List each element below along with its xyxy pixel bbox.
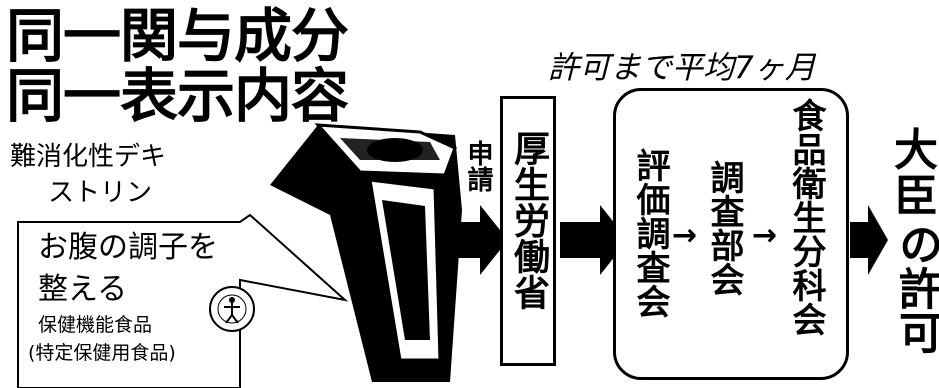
review-step-1: 評価調査会 xyxy=(630,148,670,318)
period-label: 許可まで平均7ヶ月 xyxy=(548,50,816,86)
title-line-1: 同一関与成分 xyxy=(6,2,349,70)
callout-line-1: お腹の調子を xyxy=(38,230,218,265)
review-step-3: 食品衛生分科会 xyxy=(786,98,826,336)
title-line-2: 同一表示内容 xyxy=(6,62,349,130)
ingredient-line-1: 難消化性デキ xyxy=(10,142,167,172)
callout-line-2: 整える xyxy=(38,272,128,307)
callout-line-3: 保健機能食品 xyxy=(38,314,153,336)
flow-arrow-icon xyxy=(850,205,888,275)
specified-health-food-mark-icon xyxy=(209,286,255,332)
callout-line-4: (特定保健用食品) xyxy=(28,342,176,364)
review-arrow-2: → xyxy=(752,218,778,253)
apply-label: 申請 xyxy=(463,140,493,192)
permit-line-1: 大臣 xyxy=(894,125,938,222)
review-process-box xyxy=(613,88,849,380)
review-step-2: 調査部会 xyxy=(704,160,744,296)
review-arrow-1: → xyxy=(672,218,698,253)
ministry-box xyxy=(500,96,556,366)
ministry-label: 厚生労働省 xyxy=(508,130,549,310)
flow-arrow-icon xyxy=(560,205,628,275)
flow-arrow-icon xyxy=(440,205,508,275)
ingredient-line-2: ストリン xyxy=(48,178,153,208)
permit-line-2: の許可 xyxy=(891,222,939,354)
